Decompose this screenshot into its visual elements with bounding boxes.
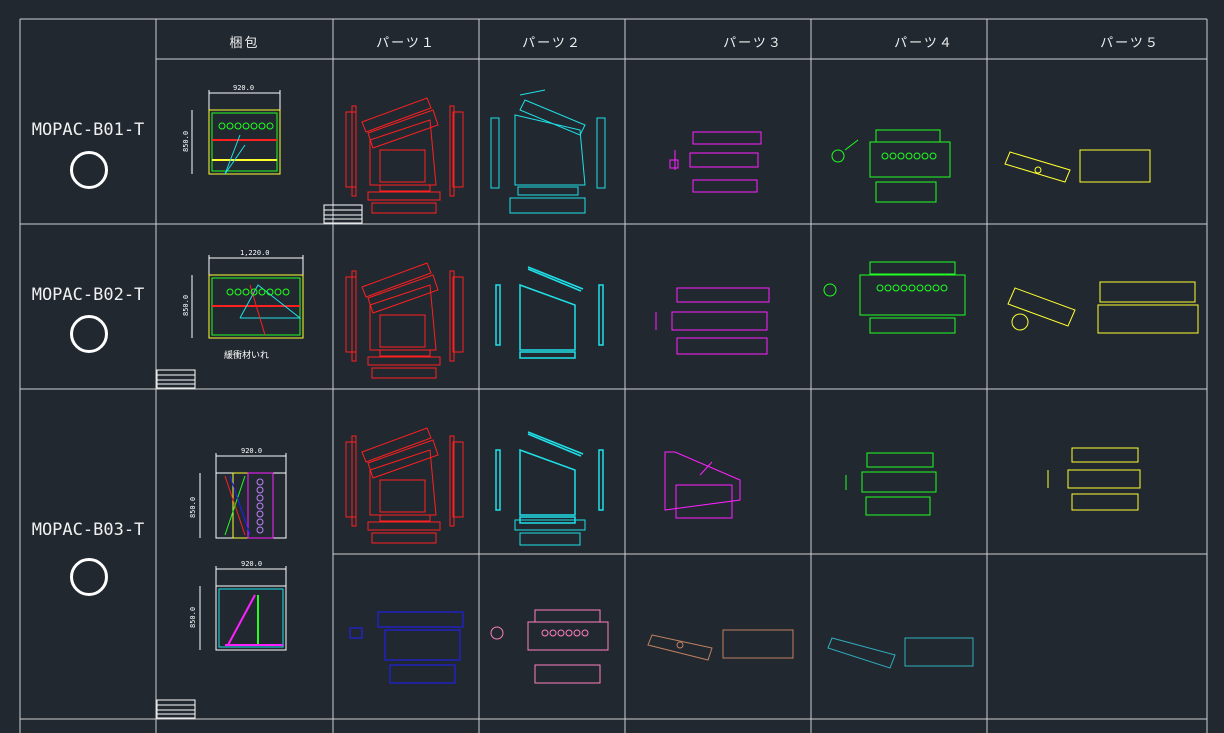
availability-mark-b03 xyxy=(70,558,108,596)
part1-drawing-b03 xyxy=(345,427,464,544)
part5-drawing-b03 xyxy=(1047,447,1141,511)
header-part3: パーツ３ xyxy=(723,36,783,51)
part1-drawing-b02 xyxy=(345,262,464,379)
availability-mark-b01 xyxy=(70,151,108,189)
packaging-note-b02: 緩衝材いれ xyxy=(224,351,270,361)
dimension-width-b01: 920.0 xyxy=(233,84,255,92)
dimension-height-b02: 850.0 xyxy=(182,294,190,316)
availability-mark-b02 xyxy=(70,315,108,353)
part4-drawing-b02 xyxy=(823,261,966,334)
part3-drawing-b03 xyxy=(664,451,741,519)
header-part5: パーツ５ xyxy=(1100,36,1160,51)
part1-drawing-b01 xyxy=(345,97,464,214)
dimension-width-b02: 1,220.0 xyxy=(240,249,270,257)
part5-drawing-b01 xyxy=(1004,149,1151,183)
packaging-drawing-b01 xyxy=(191,90,363,224)
part2-drawing-b02 xyxy=(495,266,604,359)
model-name-b01: MOPAC-B01-T xyxy=(31,120,145,140)
dimension-width-b03b: 920.0 xyxy=(241,560,263,568)
part4-drawing-b03-bottom xyxy=(827,637,974,669)
packaging-drawing-b03b xyxy=(156,566,287,719)
header-part1: パーツ１ xyxy=(376,36,436,51)
part3-drawing-b01 xyxy=(669,131,762,193)
part2-drawing-b03-bottom xyxy=(490,609,609,684)
part5-drawing-b02 xyxy=(1007,281,1199,334)
table-grid xyxy=(19,18,1208,733)
packaging-drawing-b02 xyxy=(156,255,304,389)
part1-drawing-b03-bottom xyxy=(349,611,464,684)
model-name-b02: MOPAC-B02-T xyxy=(31,285,145,305)
part3-drawing-b02 xyxy=(655,287,770,355)
part3-drawing-b02-mid xyxy=(671,311,768,331)
model-name-b03: MOPAC-B03-T xyxy=(31,520,145,540)
part2-drawing-b01 xyxy=(490,89,606,214)
dimension-width-b03a: 920.0 xyxy=(241,447,263,455)
part2-drawing-b03-bottom-extra xyxy=(514,519,586,546)
part4-drawing-b03 xyxy=(845,452,937,516)
header-part4: パーツ４ xyxy=(894,36,954,51)
dimension-height-b03b: 850.0 xyxy=(189,606,197,628)
dimension-height-b03a: 850.0 xyxy=(189,496,197,518)
packaging-drawing-b03a xyxy=(199,453,287,539)
header-part2: パーツ２ xyxy=(522,36,582,51)
dimension-height-b01: 850.0 xyxy=(182,130,190,152)
part4-drawing-b01 xyxy=(831,129,951,203)
part3-drawing-b03-bottom xyxy=(647,629,794,661)
header-packaging: 梱包 xyxy=(229,36,260,51)
part2-drawing-b03 xyxy=(495,431,604,524)
